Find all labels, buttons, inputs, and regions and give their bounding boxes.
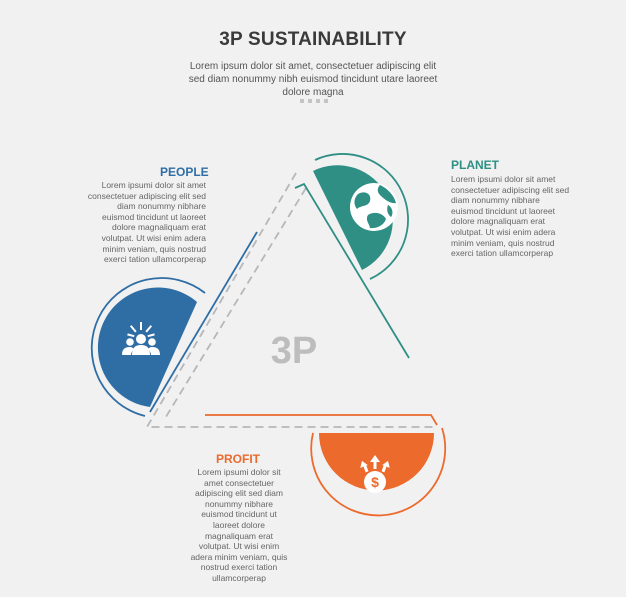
people-title: PEOPLE: [160, 165, 209, 179]
profit-title: PROFIT: [216, 452, 260, 466]
planet-connector: [294, 182, 410, 359]
center-label: 3P: [271, 330, 317, 372]
page-title: 3P SUSTAINABILITY: [219, 29, 407, 50]
dollar-growth-icon: $: [360, 455, 390, 493]
profit-connector: [205, 414, 438, 426]
divider-dots: [300, 99, 328, 103]
page-subtitle: Lorem ipsum dolor sit amet, consectetuer…: [188, 61, 438, 98]
dashed-triangle: [145, 172, 437, 428]
dashed-inner-left: [163, 187, 307, 421]
planet-outer-arc: [314, 153, 409, 280]
planet-title: PLANET: [451, 158, 499, 172]
people-outer-arc: [90, 277, 206, 417]
profit-body: Lorem ipsumi dolor sit amet consectetuer…: [190, 467, 288, 583]
people-group-icon: [122, 322, 160, 355]
people-connector: [149, 231, 258, 413]
people-body: Lorem ipsumi dolor sit amet consectetuer…: [87, 180, 206, 265]
profit-outer-arc: [310, 427, 447, 517]
svg-text:$: $: [371, 474, 379, 490]
globe-icon: [350, 183, 398, 231]
planet-body: Lorem ipsumi dolor sit amet consectetuer…: [451, 174, 570, 259]
